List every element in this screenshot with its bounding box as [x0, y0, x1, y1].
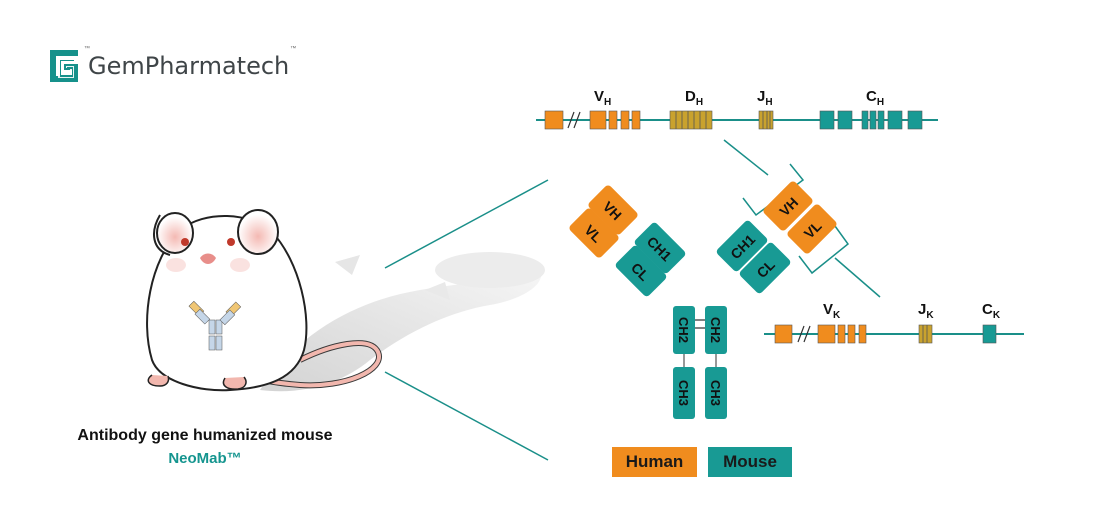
svg-text:CH2: CH2	[708, 317, 723, 343]
legend-mouse: Mouse	[708, 447, 792, 477]
mouse-caption: Antibody gene humanized mouse NeoMab™	[60, 427, 350, 467]
kappa-label-c: CK	[982, 301, 1001, 321]
heavy-label-j: JH	[757, 88, 773, 108]
mouse-shadow	[260, 252, 545, 392]
caption-brand: NeoMab™	[168, 450, 242, 467]
logo-trademark: ™	[84, 46, 90, 52]
kappa-connector	[798, 225, 881, 298]
heavy-chain-locus: VH DH JH CH	[536, 88, 938, 130]
logo-brand-name: GemPharmatech	[88, 52, 290, 80]
mini-antibody-icon	[188, 300, 242, 351]
svg-text:CH3: CH3	[708, 380, 723, 406]
left-cl-domain: CL	[615, 245, 667, 297]
right-vl-domain: VL	[787, 204, 837, 254]
svg-text:CH3: CH3	[676, 380, 691, 406]
kappa-label-v: VK	[823, 301, 841, 321]
mouse-illustration	[146, 209, 382, 392]
kappa-label-j: JK	[918, 301, 934, 321]
left-vh-domain: VH	[588, 185, 638, 235]
logo-trademark-2: ™	[290, 46, 297, 52]
heavy-label-v: VH	[594, 88, 611, 108]
right-vh-domain: VH	[763, 181, 813, 231]
left-vl-domain: VL	[569, 208, 619, 258]
right-ch1-domain: CH1	[716, 220, 768, 272]
ck-segment-block	[982, 324, 997, 344]
svg-text:CH2: CH2	[676, 317, 691, 343]
right-cl-domain: CL	[739, 242, 791, 294]
jh-segment-block	[758, 110, 774, 130]
left-ch3-domain: CH3	[673, 367, 695, 419]
jk-segment-block	[918, 324, 933, 344]
right-ch2-domain: CH2	[705, 306, 727, 354]
antibody-structure: VH CH1 VL CL VH CH1 VL CL	[569, 181, 837, 419]
dh-segment-block	[669, 110, 713, 130]
left-ch2-domain: CH2	[673, 306, 695, 354]
kappa-chain-locus: VK JK CK	[764, 301, 1024, 344]
legend-human: Human	[612, 447, 697, 477]
right-ch3-domain: CH3	[705, 367, 727, 419]
heavy-label-c: CH	[866, 88, 884, 108]
gempharmatech-logo: ™ GemPharmatech ™	[44, 46, 296, 86]
caption-title: Antibody gene humanized mouse	[77, 427, 333, 444]
gempharmatech-logo-icon	[50, 50, 78, 82]
callout-line-bottom	[384, 371, 549, 461]
heavy-label-d: DH	[685, 88, 703, 108]
ch-segment-blocks	[819, 110, 923, 130]
callout-line-top	[384, 179, 549, 269]
